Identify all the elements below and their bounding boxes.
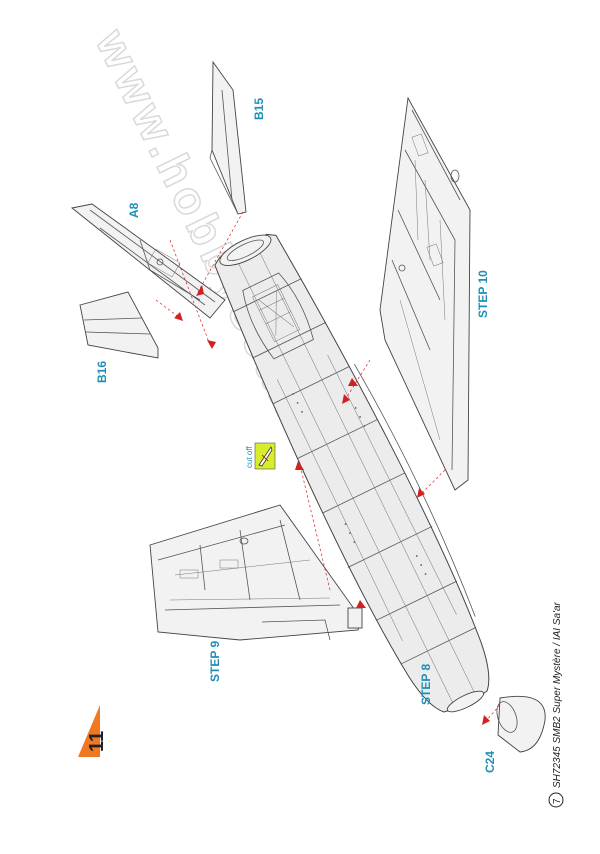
page-number-badge: 11 <box>78 705 108 757</box>
label-cut-off: cut off <box>245 446 254 468</box>
wing-step9 <box>149 504 363 641</box>
part-c24-nose <box>496 695 546 753</box>
label-step8: STEP 8 <box>419 664 433 705</box>
label-step9: STEP 9 <box>208 641 222 682</box>
part-b15-stabilizer <box>209 60 247 215</box>
part-a8-fin <box>70 203 226 319</box>
wing-step10 <box>379 96 471 491</box>
label-step10: STEP 10 <box>476 270 490 318</box>
footer-title: SH72345 SMB2 Super Mystère / IAI Sa'ar <box>552 601 563 788</box>
label-a8: A8 <box>127 202 141 218</box>
part-b16-stabilizer <box>79 291 159 359</box>
label-b15: B15 <box>252 98 266 120</box>
knife-cut-icon <box>258 446 273 467</box>
footer-index-circle <box>548 792 564 808</box>
cut-off-note: cut off <box>245 442 276 470</box>
assembly-leaders <box>155 211 501 725</box>
fuselage <box>214 233 490 713</box>
footer: 7 SH72345 SMB2 Super Mystère / IAI Sa'ar <box>548 601 564 808</box>
page-number: 11 <box>86 731 108 752</box>
label-c24: C24 <box>483 751 497 773</box>
footer-index: 7 <box>552 798 563 804</box>
label-b16: B16 <box>95 361 109 383</box>
